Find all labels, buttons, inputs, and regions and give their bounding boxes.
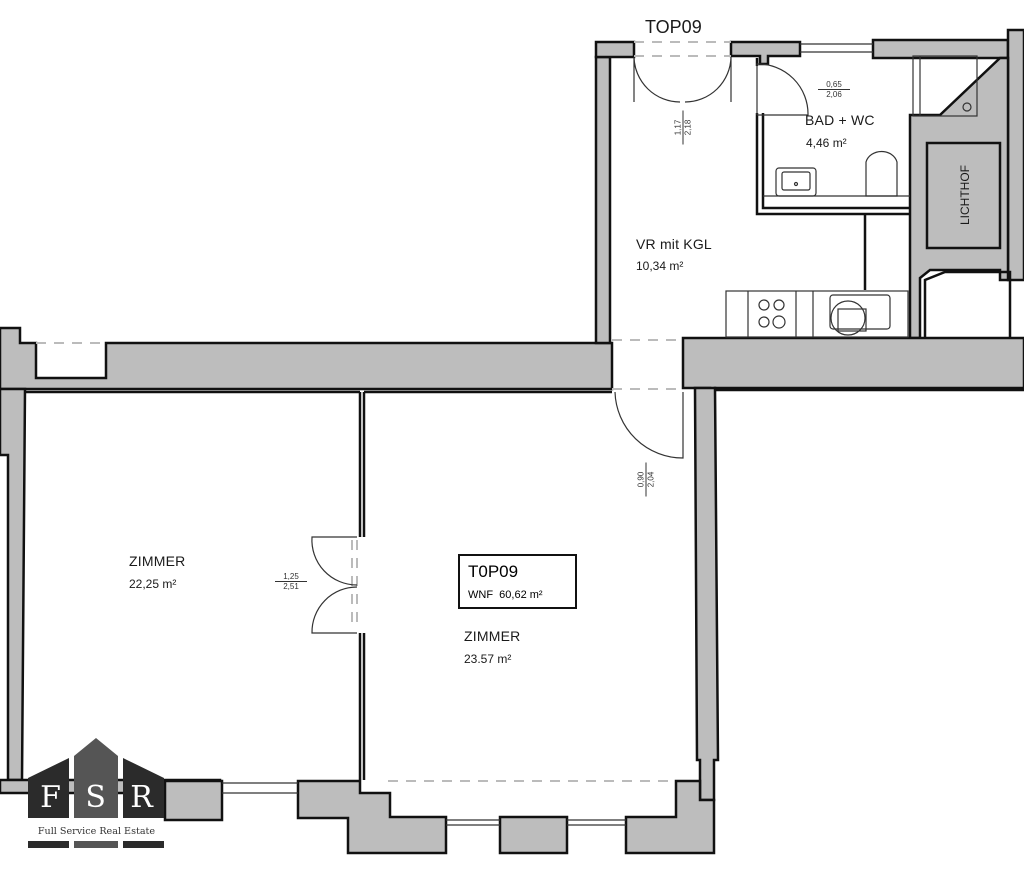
room-area-bad: 4,46 m²	[806, 136, 847, 150]
walls	[0, 28, 1024, 855]
logo-letter-r: R	[130, 780, 153, 815]
door-dim-bad: 0,65 2,06	[818, 80, 850, 99]
room-name-bad: BAD + WC	[805, 112, 875, 128]
door-dim-entry: 1,17 2,18	[674, 110, 693, 145]
unit-wnf: WNF 60,62 m²	[468, 589, 543, 601]
room-name-zimmer-1: ZIMMER	[129, 553, 186, 569]
partitions	[25, 43, 1024, 826]
room-name-zimmer-2: ZIMMER	[464, 628, 521, 644]
logo-letter-f: F	[40, 780, 61, 815]
unit-summary-box: T0P09 WNF 60,62 m²	[458, 554, 577, 609]
logo-tagline: Full Service Real Estate	[37, 826, 156, 837]
lichthof-label: LICHTHOF	[958, 165, 972, 225]
room-area-zimmer-1: 22,25 m²	[129, 577, 177, 591]
fsr-logo-graphic	[28, 738, 164, 848]
doors	[311, 56, 809, 634]
room-name-vr: VR mit KGL	[636, 236, 712, 252]
wnf-label: WNF	[468, 589, 494, 601]
door-dim-zimmer-1: 1,25 2,51	[275, 572, 307, 591]
logo-letters: F S R	[28, 780, 165, 815]
wnf-value: 60,62 m²	[499, 589, 543, 601]
lichthof-box	[925, 141, 1002, 250]
unit-code: T0P09	[468, 562, 519, 581]
fsr-logo: F S R Full Service Real Estate	[28, 738, 165, 850]
room-area-vr: 10,34 m²	[636, 259, 684, 273]
logo-letter-s: S	[85, 780, 106, 815]
fixtures	[725, 55, 978, 338]
door-dim-zimmer-2: 0,90 2,04	[637, 462, 656, 497]
unit-label-top: TOP09	[645, 17, 702, 37]
dashed-lines	[36, 41, 731, 782]
room-area-zimmer-2: 23.57 m²	[464, 652, 512, 666]
